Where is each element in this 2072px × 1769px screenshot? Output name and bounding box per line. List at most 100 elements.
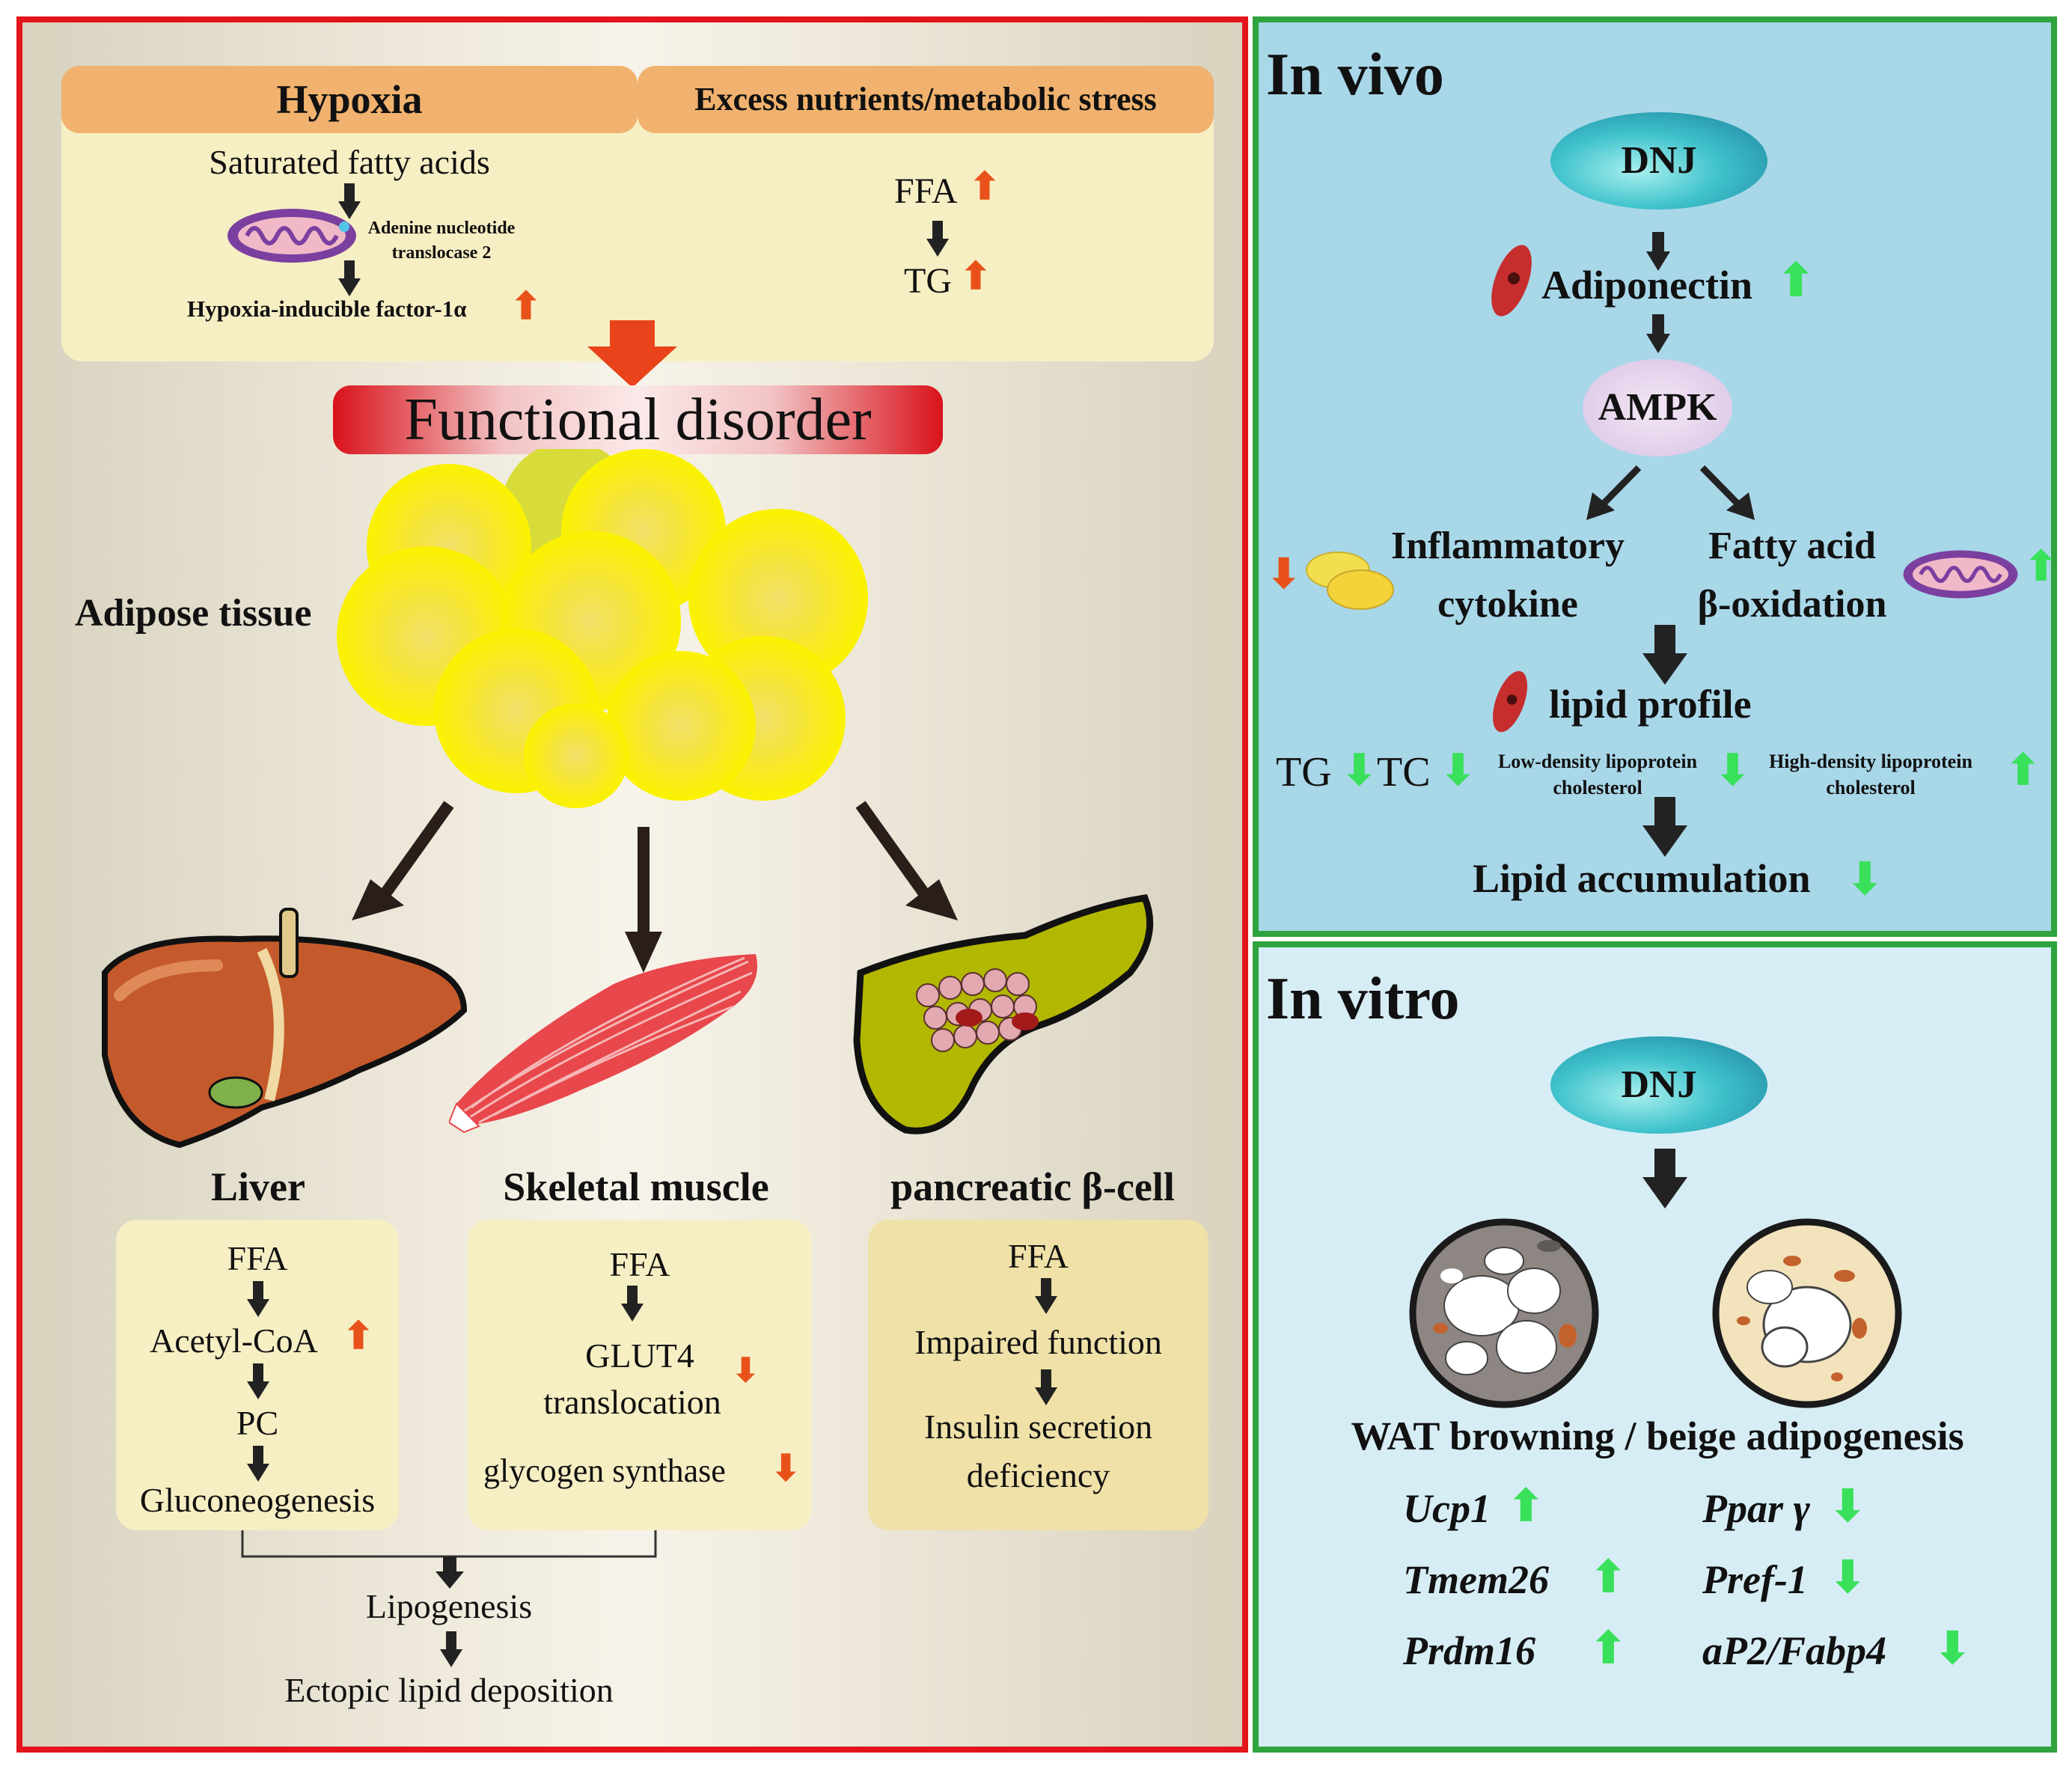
gene-down-2-arrow: ⬇ xyxy=(1830,1553,1866,1601)
gene-down-2: Pref-1 xyxy=(1702,1557,1808,1602)
gene-down-1: Ppar γ xyxy=(1702,1486,1810,1531)
skeletal-muscle-icon xyxy=(449,954,757,1134)
functional-disorder-banner: Functional disorder xyxy=(333,385,943,454)
wat-label: WAT browning / beige adipogenesis xyxy=(1351,1414,1964,1458)
tg-up-arrow: ⬆ xyxy=(960,255,991,297)
hypoxia-arrow-1 xyxy=(338,183,361,219)
pancreas-l3b: deficiency xyxy=(966,1456,1110,1494)
adipose-tissue-cluster xyxy=(337,449,868,808)
hypoxia-line1: Saturated fatty acids xyxy=(209,143,490,181)
tg-down-arrow: ⬇ xyxy=(1342,748,1377,794)
muscle-l2b: translocation xyxy=(543,1383,721,1421)
fa-label-a: Fatty acid xyxy=(1708,525,1876,567)
bottom-l1: Lipogenesis xyxy=(365,1587,533,1625)
fat-cells-icon xyxy=(1306,552,1394,610)
hif-up-arrow: ⬆ xyxy=(510,285,542,327)
in-vivo-title: In vivo xyxy=(1266,42,1444,108)
liver-l1: FFA xyxy=(227,1239,288,1277)
ampk-node: AMPK xyxy=(1583,359,1732,456)
pancreas-box xyxy=(868,1220,1208,1530)
stress-ffa: FFA xyxy=(894,171,958,211)
liver-arrow-1 xyxy=(247,1281,269,1317)
liver-title: Liver xyxy=(211,1164,305,1209)
adipocyte-red-icon xyxy=(1491,245,1532,317)
lipid-accum-down-arrow: ⬇ xyxy=(1847,855,1883,903)
vivo-arrow-3 xyxy=(1642,625,1687,685)
lipid-profile-label: lipid profile xyxy=(1549,682,1752,727)
stress-title: Excess nutrients/metabolic stress xyxy=(638,66,1214,133)
dnj-node-vivo: DNJ xyxy=(1550,112,1767,210)
pancreas-arrow-2 xyxy=(1035,1369,1057,1405)
gene-down-3-arrow: ⬇ xyxy=(1934,1624,1971,1672)
muscle-l2a: GLUT4 xyxy=(585,1336,694,1375)
adipose-tissue-label: Adipose tissue xyxy=(75,592,312,635)
bottom-l2: Ectopic lipid deposition xyxy=(284,1671,614,1709)
vivo-arrow-1 xyxy=(1646,232,1670,271)
ldl-label-a: Low-density lipoprotein xyxy=(1497,751,1698,772)
liver-arrow-3 xyxy=(247,1446,269,1482)
inflam-label-b: cytokine xyxy=(1437,583,1578,626)
lipid-accum-label: Lipid accumulation xyxy=(1473,856,1811,901)
inflam-label-a: Inflammatory xyxy=(1391,525,1625,567)
gene-up-3: Prdm16 xyxy=(1403,1628,1536,1673)
pancreas-l3a: Insulin secretion xyxy=(923,1408,1153,1446)
acetyl-up-arrow: ⬆ xyxy=(343,1315,374,1357)
white-adipocyte-icon xyxy=(1409,1218,1599,1408)
liver-l4: Gluconeogenesis xyxy=(139,1481,376,1519)
hypoxia-arrow-2 xyxy=(338,260,361,296)
ffa-up-arrow: ⬆ xyxy=(969,165,1000,207)
gene-up-3-arrow: ⬆ xyxy=(1590,1624,1627,1672)
stress-tg: TG xyxy=(904,261,952,301)
glycogen-down-arrow: ⬇ xyxy=(771,1449,801,1488)
gene-up-2-arrow: ⬆ xyxy=(1590,1553,1627,1601)
mitochondrion-vivo-icon xyxy=(1903,550,2018,599)
tc-label: TC xyxy=(1377,749,1431,795)
ldl-down-arrow: ⬇ xyxy=(1715,748,1750,794)
arrow-to-liver xyxy=(352,801,454,920)
liver-arrow-2 xyxy=(247,1363,269,1399)
hypoxia-title: Hypoxia xyxy=(61,66,638,133)
hypoxia-line3: Hypoxia-inducible factor-1α xyxy=(187,296,467,322)
dnj-node-vitro: DNJ xyxy=(1550,1036,1767,1134)
tg-label: TG xyxy=(1276,749,1332,795)
fa-label-b: β-oxidation xyxy=(1697,583,1887,626)
hdl-label-a: High-density lipoprotein xyxy=(1769,751,1972,772)
arrow-to-muscle xyxy=(625,827,662,973)
gene-up-1-arrow: ⬆ xyxy=(1508,1482,1544,1530)
ampk-arrow-right xyxy=(1699,465,1755,520)
hypoxia-line2b: translocase 2 xyxy=(391,243,492,263)
muscle-title: Skeletal muscle xyxy=(503,1164,769,1209)
mitochondrion-icon xyxy=(227,209,356,263)
gene-down-1-arrow: ⬇ xyxy=(1830,1482,1866,1530)
ampk-arrow-left xyxy=(1586,465,1642,520)
gene-down-3: aP2/Fabp4 xyxy=(1702,1628,1887,1673)
beige-adipocyte-icon xyxy=(1712,1218,1902,1408)
liver-l3: PC xyxy=(236,1404,279,1442)
disorder-arrow xyxy=(587,320,677,388)
muscle-arrow-1 xyxy=(621,1286,644,1322)
adiponectin-label: Adiponectin xyxy=(1541,263,1753,308)
gene-up-1: Ucp1 xyxy=(1403,1486,1491,1531)
liver-icon xyxy=(102,908,468,1149)
fa-up-arrow: ⬆ xyxy=(2024,544,2059,589)
pancreas-l1: FFA xyxy=(1008,1237,1069,1275)
pancreas-l2: Impaired function xyxy=(914,1323,1162,1361)
pancreas-arrow-1 xyxy=(1035,1278,1057,1314)
stress-arrow xyxy=(926,221,949,257)
muscle-l3: glycogen synthase xyxy=(483,1452,726,1489)
tc-down-arrow: ⬇ xyxy=(1440,748,1476,794)
hypoxia-line2a: Adenine nucleotide xyxy=(367,219,516,238)
pancreas-title: pancreatic β-cell xyxy=(890,1164,1175,1209)
bottom-arrow xyxy=(440,1631,462,1667)
bracket-connector xyxy=(241,1530,657,1589)
liver-l2: Acetyl-CoA xyxy=(150,1322,318,1360)
ldl-label-b: cholesterol xyxy=(1553,777,1642,798)
adiponectin-up-arrow: ⬆ xyxy=(1777,256,1815,305)
gene-up-2: Tmem26 xyxy=(1403,1557,1549,1602)
lipid-cell-icon xyxy=(1493,670,1527,733)
vivo-arrow-2 xyxy=(1646,314,1670,353)
muscle-box xyxy=(468,1220,812,1530)
hdl-up-arrow: ⬆ xyxy=(2005,748,2041,794)
pancreas-icon xyxy=(853,894,1154,1134)
arrow-to-pancreas xyxy=(855,801,958,920)
